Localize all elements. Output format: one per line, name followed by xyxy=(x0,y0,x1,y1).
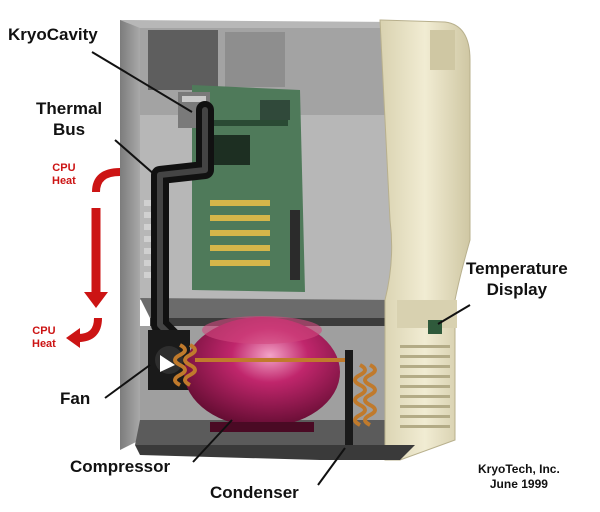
condenser-leader xyxy=(317,447,346,486)
label-kryocavity: KryoCavity xyxy=(8,25,98,44)
copper-coils xyxy=(173,343,377,427)
condenser-frame xyxy=(345,350,353,445)
credit-date: June 1999 xyxy=(489,477,548,491)
compressor-leader xyxy=(192,419,233,463)
label-thermal-bus: Thermal Bus xyxy=(36,99,103,139)
heat-arrowhead xyxy=(84,292,108,308)
fan-leader xyxy=(104,364,151,399)
front-vent-grille xyxy=(400,345,450,428)
label-condenser: Condenser xyxy=(210,483,299,502)
motherboard xyxy=(192,85,305,292)
compressor xyxy=(184,316,340,432)
case-front-bezel xyxy=(379,19,471,461)
label-compressor: Compressor xyxy=(70,457,171,476)
credit-block: KryoTech, Inc. June 1999 xyxy=(478,462,560,492)
credit-company: KryoTech, Inc. xyxy=(478,462,560,476)
case-base xyxy=(135,445,415,460)
thermal-bus-leader xyxy=(114,139,156,176)
heat-curve-bottom-arrow xyxy=(77,317,102,342)
temperature-display-leader xyxy=(437,304,471,325)
label-cpu-heat-top: CPU Heat xyxy=(52,162,76,187)
expansion-slots xyxy=(210,200,270,266)
cpu-heat-arrows xyxy=(66,168,121,348)
label-cpu-heat-bottom: CPU Heat xyxy=(32,325,56,350)
label-fan: Fan xyxy=(60,389,91,408)
leader-lines xyxy=(91,51,471,486)
label-temperature-display: Temperature Display xyxy=(466,259,568,299)
kryocavity-leader xyxy=(91,51,193,113)
heat-curve-top-arrow xyxy=(92,168,121,193)
